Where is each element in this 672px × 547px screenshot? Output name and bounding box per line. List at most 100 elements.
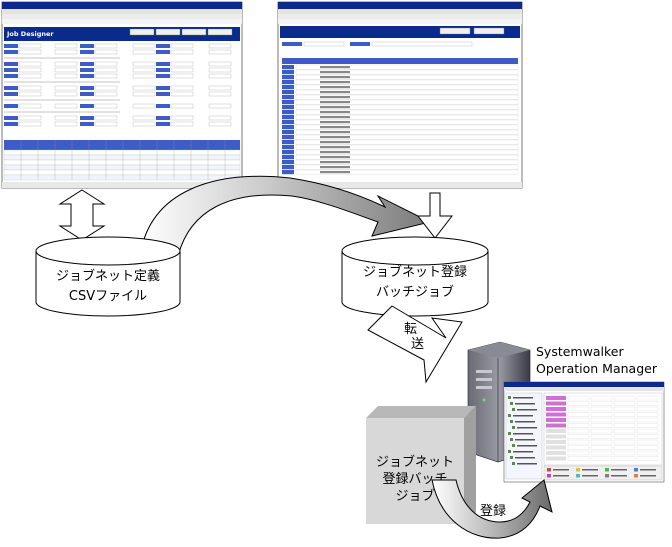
grid-cell <box>613 428 636 434</box>
server-label-line1: Systemwalker <box>536 344 624 359</box>
toolbar-button[interactable] <box>207 28 233 36</box>
tree-node-text-bar <box>515 439 535 441</box>
grid-cell <box>613 434 636 439</box>
row-number-cell <box>282 65 294 70</box>
legend-text-bar <box>553 475 569 477</box>
bidirectional-arrow <box>58 189 106 241</box>
legend-swatch <box>605 468 609 472</box>
grid-cell <box>636 412 659 417</box>
list-item-text-bar <box>320 81 350 84</box>
field-input-cell <box>208 85 232 91</box>
grid-cell <box>636 450 659 456</box>
field-label-cell <box>4 116 18 120</box>
field-input-cell <box>132 91 156 97</box>
status-cell <box>546 456 566 461</box>
grid-cell <box>636 401 659 406</box>
status-cell <box>546 407 566 411</box>
field-label-cell <box>4 104 18 108</box>
field-input-cell <box>208 43 232 49</box>
field-input-cell <box>208 115 232 121</box>
grid-cell <box>567 417 590 423</box>
field-input-cell <box>54 91 78 97</box>
field-label-cell <box>80 122 94 126</box>
row-number-cell <box>282 110 294 115</box>
toolbar-button[interactable] <box>129 28 155 36</box>
form-rows <box>4 43 232 127</box>
table-header <box>4 140 240 150</box>
list-item-text-bar <box>320 151 350 154</box>
field-label-cell <box>80 68 94 72</box>
field-input-cell <box>94 103 118 109</box>
list-item <box>295 64 519 70</box>
list-item <box>295 124 519 130</box>
batch-label-line1: ジョブネット登録 <box>363 264 467 280</box>
field-label-cell <box>4 68 18 72</box>
field-input-cell <box>170 43 194 49</box>
list-item <box>295 164 519 170</box>
transfer-label-2: 送 <box>411 337 424 352</box>
list-item-text-bar <box>320 116 350 119</box>
row-number-cell <box>282 75 294 80</box>
job-designer-title: Job Designer <box>6 30 54 38</box>
status-cell <box>546 412 566 417</box>
field-label-cell <box>156 50 170 54</box>
field-input-cell <box>54 85 78 91</box>
field-label-cell <box>80 104 94 108</box>
toolbar-button[interactable] <box>181 28 207 36</box>
toolbar-button[interactable] <box>473 27 505 35</box>
field-input-cell <box>18 49 42 55</box>
status-cell <box>546 440 566 444</box>
legend-swatch <box>547 468 551 472</box>
grid-cell <box>590 445 613 450</box>
field-label-cell <box>156 122 170 126</box>
toolbar-button[interactable] <box>155 28 181 36</box>
field-input-cell <box>18 61 42 67</box>
tree-node-icon <box>508 414 511 417</box>
grid-cell <box>590 423 613 428</box>
toolbar-button[interactable] <box>439 27 471 35</box>
grid-cell <box>590 434 613 439</box>
field-input-cell <box>54 115 78 121</box>
row-number-cell <box>282 120 294 125</box>
list-item-text-bar <box>320 126 350 129</box>
list-item-text-bar <box>320 111 350 114</box>
legend-text-bar <box>582 469 598 471</box>
table-row <box>3 159 241 166</box>
list-item-text-bar <box>320 161 350 164</box>
grid-cell <box>636 439 659 445</box>
legend-text-bar <box>553 469 569 471</box>
field-label-cell <box>80 62 94 66</box>
list-item <box>295 129 519 135</box>
grid-cell <box>590 450 613 456</box>
list-item <box>295 94 519 100</box>
legend-swatch <box>576 474 580 478</box>
tree-node-icon <box>510 402 513 405</box>
grid-cell <box>636 423 659 428</box>
field-input-cell <box>208 67 232 73</box>
csv-file-cylinder: ジョブネット定義 CSVファイル <box>35 236 181 317</box>
grid-cell <box>636 428 659 434</box>
registration-window <box>277 1 523 189</box>
field-input-cell <box>132 121 156 127</box>
table-row <box>3 149 241 156</box>
grid-cell <box>590 456 613 461</box>
status-cell <box>546 434 566 439</box>
list-item-text-bar <box>320 131 350 134</box>
field-input-cell <box>132 73 156 79</box>
field-input-cell <box>170 121 194 127</box>
grid-cell <box>567 401 590 406</box>
status-cell <box>546 396 566 400</box>
field-input-cell <box>132 61 156 67</box>
field-label-cell <box>282 42 302 46</box>
grid-cell <box>590 395 613 401</box>
tree-node-icon <box>510 420 513 423</box>
row-number-cell <box>282 165 294 170</box>
tree-node-icon <box>512 444 515 447</box>
legend-swatch <box>547 474 551 478</box>
list-item-text-bar <box>320 66 350 69</box>
list-item <box>295 74 519 80</box>
grid-cell <box>613 395 636 401</box>
tree-node-icon <box>508 396 511 399</box>
field-label-cell <box>4 92 18 96</box>
legend-text-bar <box>611 475 627 477</box>
